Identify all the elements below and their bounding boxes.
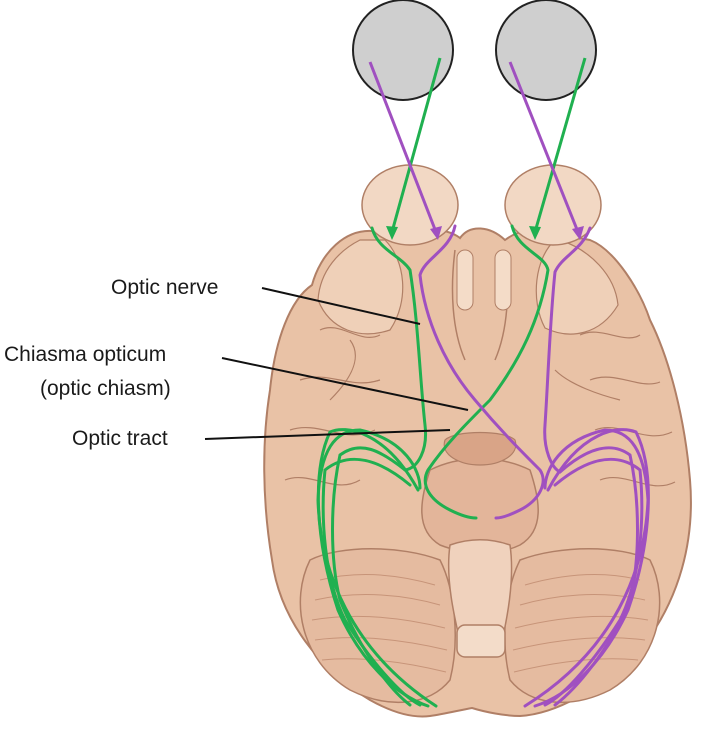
- cerebellum-right: [504, 548, 661, 703]
- right-eye-ray-purple: [508, 61, 580, 233]
- left-eyeball: [352, 0, 454, 101]
- left-frontal-lobe: [317, 239, 404, 335]
- optic-nerve-leader: [261, 287, 421, 325]
- cerebellum-folia: [311, 574, 649, 673]
- cerebellum-left: [299, 548, 456, 703]
- left-eye-ray-purple: [368, 61, 438, 233]
- pons: [421, 458, 539, 554]
- gyrus-rectus-left: [456, 249, 474, 311]
- right-eye-ray-green-arrow: [529, 226, 541, 240]
- brain-sulci: [284, 327, 676, 487]
- optic-nerve-label: Optic nerve: [111, 276, 219, 299]
- left-eye-ray-green-arrow: [386, 226, 398, 240]
- purple-pathway: [418, 224, 650, 708]
- left-eye-ray-green: [390, 57, 442, 233]
- right-eye-ray-purple-arrow: [572, 226, 584, 240]
- mammillary-region: [443, 431, 517, 466]
- optic-tract-label: Optic tract: [72, 427, 168, 450]
- optic-chiasm-label: (optic chiasm): [40, 377, 171, 400]
- spinal-cord-cut: [456, 624, 506, 658]
- chiasma-leader: [221, 357, 469, 411]
- left-olfactory-bulb: [361, 164, 459, 246]
- brainstem: [447, 539, 513, 651]
- brain: [263, 164, 692, 718]
- olfactory-tract-left: [451, 249, 466, 361]
- optic-tract-leader: [204, 429, 451, 440]
- right-eyeball: [495, 0, 597, 101]
- green-pathway: [316, 224, 550, 708]
- right-frontal-lobe: [535, 239, 619, 335]
- left-eye-ray-purple-arrow: [430, 226, 442, 240]
- right-eye-ray-green: [533, 57, 587, 233]
- gyrus-rectus-right: [494, 249, 512, 311]
- chiasma-opticum-label: Chiasma opticum: [4, 343, 167, 366]
